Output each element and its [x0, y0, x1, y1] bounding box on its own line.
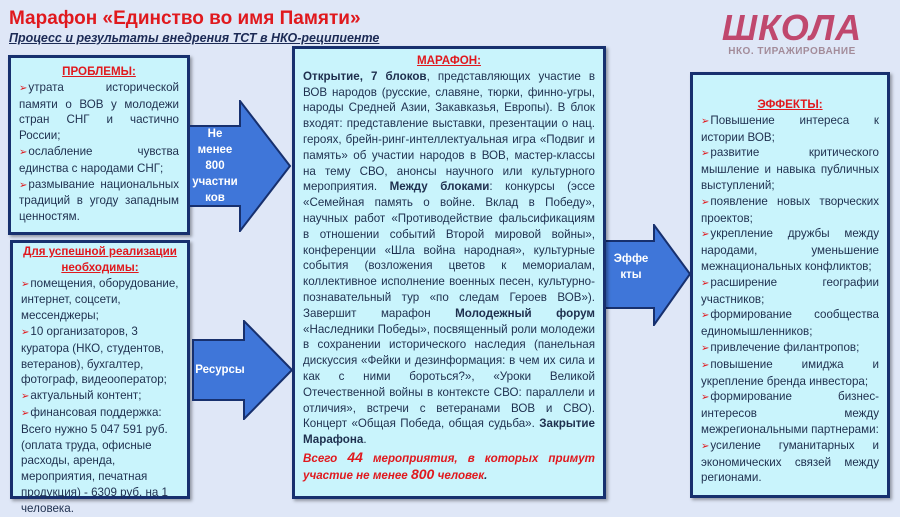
problem-item: утрата исторической памяти о ВОВ у молод…: [19, 80, 179, 144]
logo: ШКОЛА НКО. ТИРАЖИРОВАНИЕ: [712, 7, 872, 58]
effects-heading: ЭФФЕКТЫ:: [757, 98, 823, 111]
effect-item: усиление гуманитарных и экономических св…: [701, 438, 879, 486]
effects-label: Эффе кты: [613, 253, 649, 281]
effects-arrow: Эффе кты: [604, 224, 692, 326]
effects-box: ЭФФЕКТЫ: Повышение интереса к истории ВО…: [690, 72, 890, 498]
effect-item: появление новых творческих проектов;: [701, 194, 879, 227]
logo-subtitle: НКО. ТИРАЖИРОВАНИЕ: [728, 46, 856, 57]
marathon-text: .: [363, 433, 367, 447]
effect-item: Повышение интереса к истории ВОВ;: [701, 113, 879, 146]
total-text: мероприятия, в которых примут участие не…: [303, 451, 595, 482]
resource-item: актуальный контент;: [21, 388, 179, 405]
marathon-text: «Наследники Победы», посвященный роли мо…: [303, 322, 595, 431]
total-text: человек: [434, 468, 485, 482]
resource-item: 10 организаторов, 3 куратора (НКО, студе…: [21, 324, 179, 388]
marathon-text: Открытие, 7 блоков: [303, 69, 427, 83]
effect-item: формирование бизнес-интересов между межр…: [701, 389, 879, 437]
resource-item: помещения, оборудование, интернет, соцсе…: [21, 276, 179, 324]
marathon-text: Молодежный форум: [455, 306, 595, 320]
effect-item: укрепление дружбы между народами, уменьш…: [701, 226, 879, 274]
resources-heading: Для успешной реализации необходимы:: [23, 245, 177, 274]
resources-label: Ресурсы: [195, 364, 245, 376]
problem-item: размывание национальных традиций в угоду…: [19, 177, 179, 225]
problem-item: ослабление чувства единства с народами С…: [19, 144, 179, 177]
resources-arrow: Ресурсы: [192, 320, 294, 420]
total-people: 800: [410, 465, 435, 482]
logo-word: ШКОЛА: [721, 7, 863, 48]
marathon-heading: МАРАФОН:: [417, 54, 481, 67]
marathon-text: Между блоками: [389, 180, 490, 194]
effect-item: развитие критического мышление и навыка …: [701, 145, 879, 193]
total-text: Всего: [303, 451, 348, 465]
total-events: 44: [347, 448, 363, 465]
resources-box: Для успешной реализации необходимы: поме…: [10, 240, 190, 515]
problems-box: ПРОБЛЕМЫ: утрата исторической памяти о В…: [8, 55, 190, 235]
participants-label: Не менее 800 участни ков: [192, 128, 238, 204]
effect-item: расширение географии участников;: [701, 275, 879, 308]
marathon-text: , представляющих участие в ВОВ народов (…: [303, 69, 595, 194]
marathon-total: Всего 44 мероприятия, в которых примут у…: [303, 448, 595, 482]
effect-item: формирование сообщества единомышленников…: [701, 307, 879, 340]
marathon-text: Закрытие Марафона: [303, 417, 595, 447]
marathon-text: : конкурсы (эссе «Семейная память о войн…: [303, 180, 596, 320]
problems-heading: ПРОБЛЕМЫ:: [62, 65, 136, 78]
marathon-box: МАРАФОН: Открытие, 7 блоков, представляю…: [292, 46, 606, 499]
resource-item: финансовая поддержка: Всего нужно 5 047 …: [21, 405, 179, 517]
effect-item: привлечение филантропов;: [701, 340, 879, 357]
marathon-description: Открытие, 7 блоков, представляющих участ…: [303, 69, 595, 448]
effect-item: повышение имиджа и укрепление бренда инв…: [701, 357, 879, 390]
participants-arrow: Не менее 800 участни ков: [188, 100, 292, 232]
page-title: Марафон «Единство во имя Памяти»: [9, 8, 361, 29]
page-subtitle: Процесс и результаты внедрения ТСТ в НКО…: [9, 31, 380, 45]
